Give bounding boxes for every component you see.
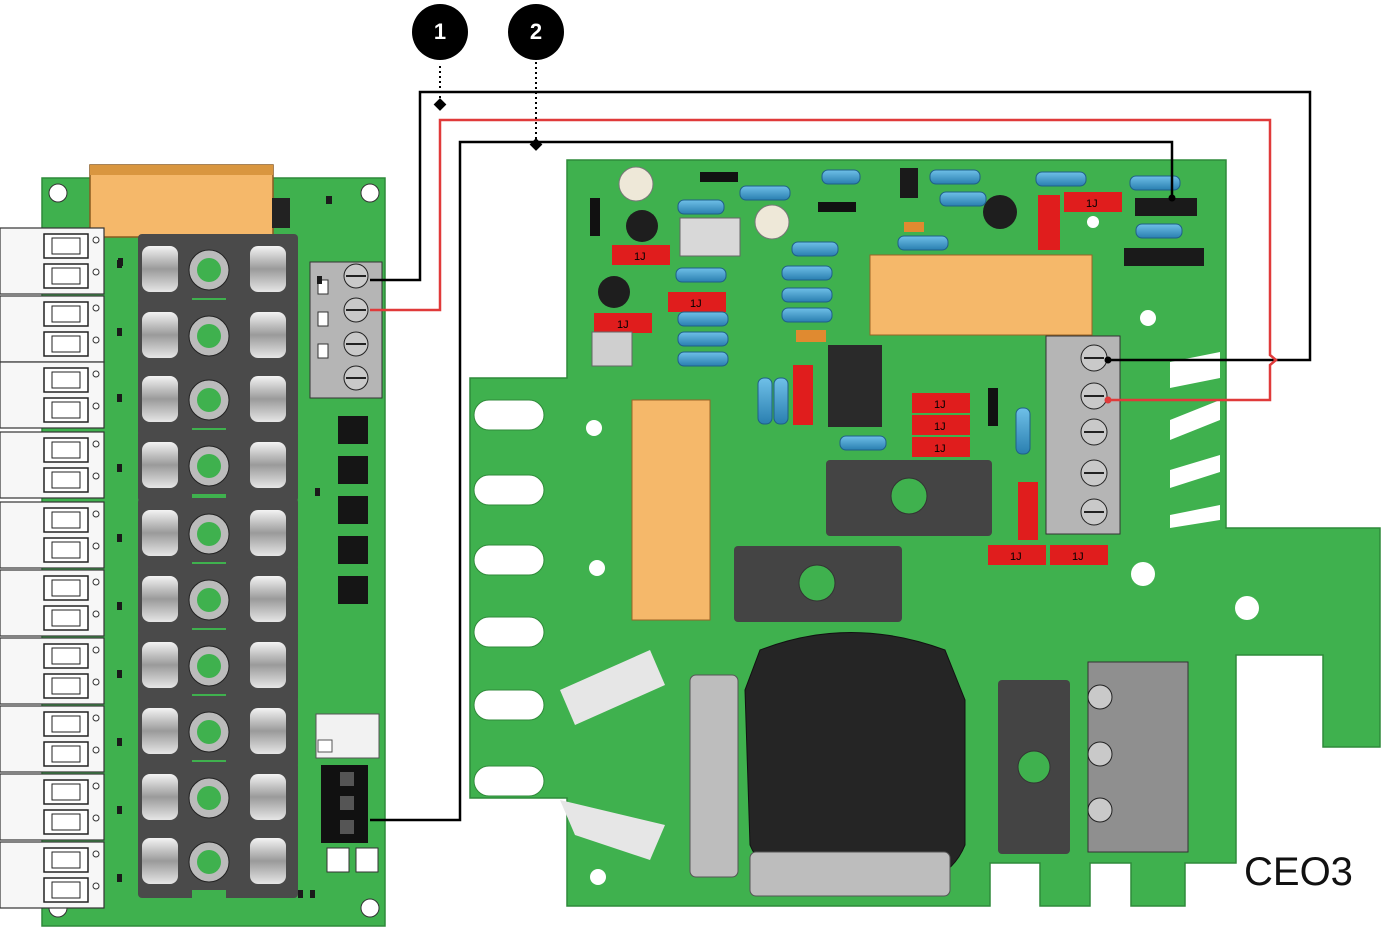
output-terminal — [0, 569, 122, 637]
power-transistor — [138, 762, 298, 834]
callout-marker-label: 1 — [433, 19, 447, 44]
output-terminal — [0, 501, 122, 569]
callout-marker-1: 1 — [412, 4, 468, 60]
output-terminal — [0, 295, 122, 363]
output-terminal — [0, 637, 122, 705]
output-terminal — [0, 705, 122, 773]
control-board: 1J 1J 1J 1J 1J 1J 1J 1J 1J — [469, 159, 1381, 907]
wire-black-2 — [370, 140, 1174, 822]
wire-red — [370, 118, 1278, 402]
output-terminal — [0, 361, 122, 429]
component-label: 1J — [1010, 551, 1022, 563]
component-label: 1J — [934, 421, 946, 433]
component-label: 1J — [1086, 198, 1098, 210]
callout-marker-2: 2 — [508, 4, 564, 60]
output-terminal — [0, 431, 122, 499]
wire-junction-dot — [1104, 396, 1112, 404]
callout-leader-2 — [529, 62, 543, 151]
output-terminal — [0, 227, 122, 295]
component-label: 1J — [934, 399, 946, 411]
power-transistor — [138, 300, 298, 372]
output-terminal — [0, 841, 122, 909]
component-label: 1J — [617, 319, 629, 331]
model-label: CEO3 — [1244, 850, 1353, 894]
power-transistor — [138, 630, 298, 702]
component-label: 1J — [634, 251, 646, 263]
power-transistor — [138, 826, 298, 898]
transistor-column — [138, 234, 298, 898]
power-transistor — [138, 564, 298, 636]
power-transistor — [138, 234, 298, 306]
power-transistor — [138, 364, 298, 436]
component-label: 1J — [690, 298, 702, 310]
output-terminal-strip — [0, 227, 122, 909]
callout-leader-1 — [433, 66, 447, 111]
power-transistor — [138, 430, 298, 502]
callout-marker-label: 2 — [529, 19, 543, 44]
power-transistor — [138, 498, 298, 570]
component-label: 1J — [934, 443, 946, 455]
output-terminal — [0, 773, 122, 841]
power-transistor — [138, 696, 298, 768]
component-label: 1J — [1072, 551, 1084, 563]
wire-junction-dots — [1104, 194, 1176, 364]
